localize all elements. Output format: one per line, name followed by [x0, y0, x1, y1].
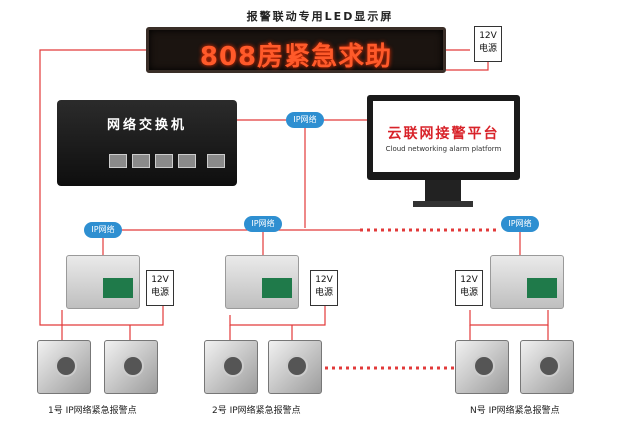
circuit-board	[527, 278, 557, 298]
monitor: 云联网接警平台 Cloud networking alarm platform	[367, 95, 520, 180]
groupN-caption: N号 IP网络紧急报警点	[470, 406, 560, 416]
monitor-screen: 云联网接警平台 Cloud networking alarm platform	[373, 101, 514, 172]
led-display: 808房紧急求助	[146, 27, 446, 73]
alarm-button-icon	[222, 355, 244, 377]
psu-groupN: 12V 电源	[455, 270, 483, 306]
alarm-button-icon	[122, 355, 144, 377]
switch-port	[109, 154, 127, 168]
alarm-button-plate[interactable]	[268, 340, 322, 394]
led-title: 报警联动专用LED显示屏	[246, 10, 394, 23]
switch-label: 网络交换机	[106, 118, 187, 133]
led-text: 808房紧急求助	[199, 42, 393, 72]
group1-caption: 1号 IP网络紧急报警点	[48, 406, 137, 416]
monitor-title: 云联网接警平台	[387, 126, 500, 142]
monitor-subtitle: Cloud networking alarm platform	[385, 145, 502, 153]
alarm-button-plate[interactable]	[204, 340, 258, 394]
alarm-controller	[225, 255, 299, 309]
psu-top: 12V 电源	[474, 26, 502, 62]
switch-port	[155, 154, 173, 168]
alarm-button-plate[interactable]	[37, 340, 91, 394]
psu-group1: 12V 电源	[146, 270, 174, 306]
switch-port	[207, 154, 225, 168]
alarm-button-plate[interactable]	[455, 340, 509, 394]
group2-caption: 2号 IP网络紧急报警点	[212, 406, 301, 416]
psu-group2: 12V 电源	[310, 270, 338, 306]
alarm-button-plate[interactable]	[104, 340, 158, 394]
monitor-stand	[425, 180, 461, 202]
alarm-button-icon	[538, 355, 560, 377]
cloud-icon: IP网络	[501, 216, 539, 232]
cloud-icon: IP网络	[286, 112, 324, 128]
cloud-icon: IP网络	[84, 222, 122, 238]
alarm-controller	[66, 255, 140, 309]
alarm-button-icon	[286, 355, 308, 377]
network-switch: 网络交换机	[57, 100, 237, 186]
alarm-button-icon	[473, 355, 495, 377]
monitor-base	[413, 201, 473, 207]
circuit-board	[262, 278, 292, 298]
alarm-controller	[490, 255, 564, 309]
cloud-icon: IP网络	[244, 216, 282, 232]
circuit-board	[103, 278, 133, 298]
alarm-button-icon	[55, 355, 77, 377]
alarm-button-plate[interactable]	[520, 340, 574, 394]
switch-port	[178, 154, 196, 168]
switch-port	[132, 154, 150, 168]
